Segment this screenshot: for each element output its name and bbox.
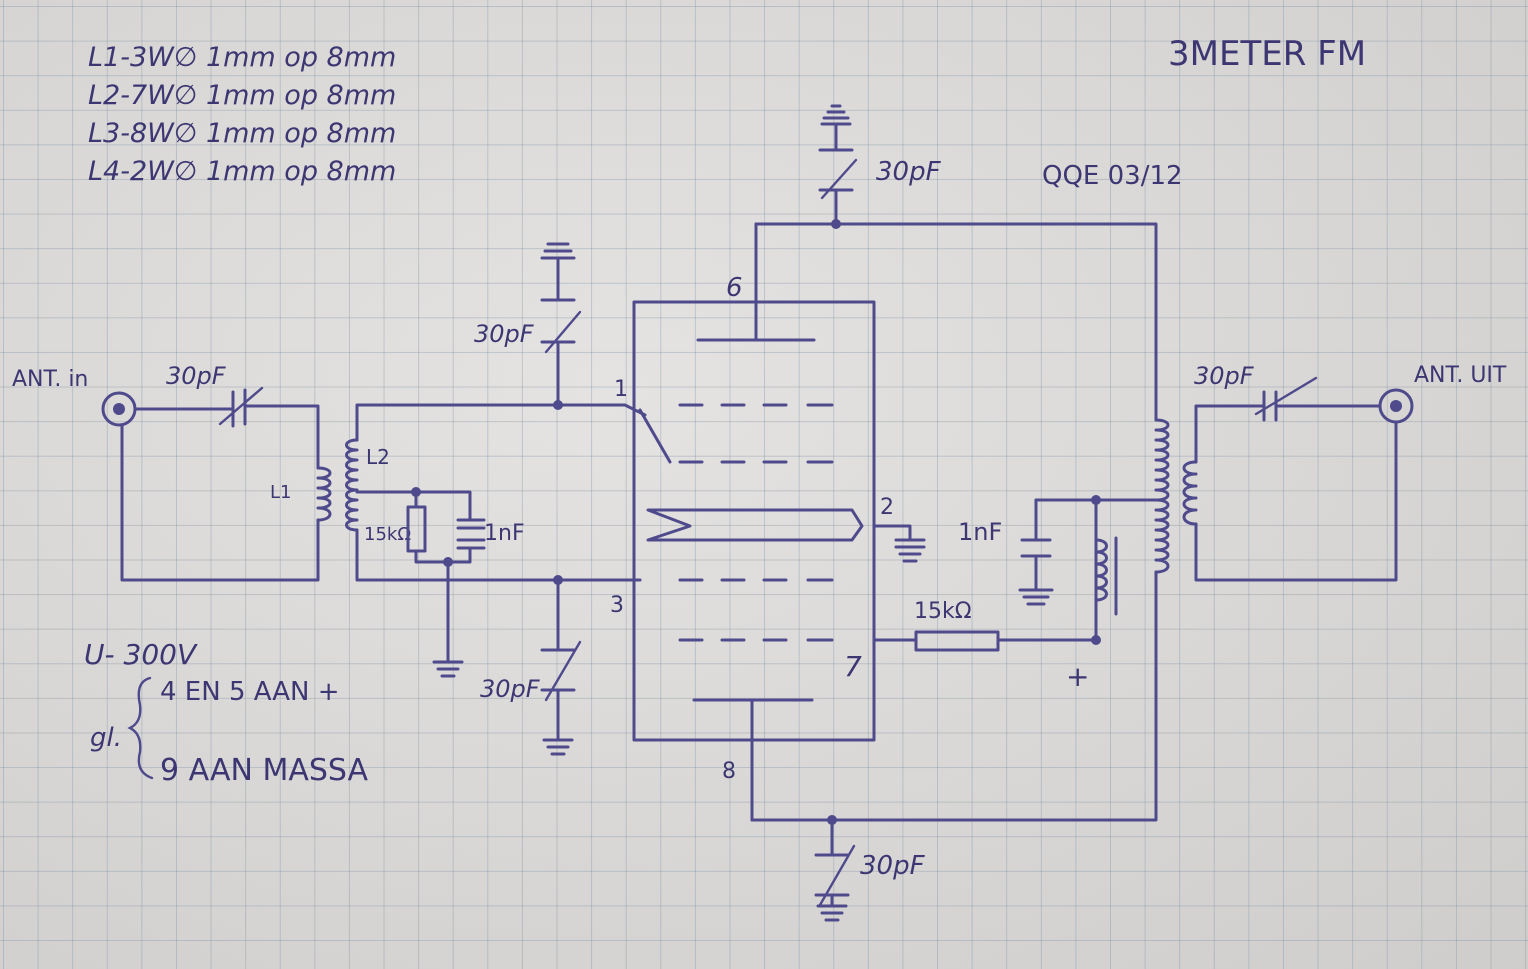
variable-capacitor-grid3	[540, 640, 582, 702]
tube-anode-bottom	[692, 698, 814, 822]
pin-7-label: 7	[844, 650, 862, 683]
cap-out-label: 30pF	[1194, 362, 1255, 390]
capacitor-screen-1nf	[894, 538, 926, 563]
junction-supply-bottom	[1091, 635, 1101, 645]
cap-screen-label: 1nF	[958, 518, 1002, 546]
pin-6-label: 6	[726, 273, 743, 303]
cap-bottom-label: 30pF	[860, 851, 926, 881]
junction-anode-bottom	[827, 815, 837, 825]
tube-grid-1	[638, 403, 834, 464]
junction-bias-top	[411, 487, 421, 497]
ground-symbol-bias	[432, 660, 464, 678]
ground-symbol-supply-cap	[1018, 588, 1054, 606]
supply-voltage-label: U- 300V	[84, 638, 198, 671]
heater-brace	[127, 676, 154, 780]
variable-capacitor-bottom	[814, 844, 856, 907]
diagram-title: 3METER FM	[1168, 34, 1366, 74]
tube-grid-3	[678, 578, 834, 642]
cap-grid-label: 1nF	[484, 521, 525, 546]
grid-tank-wires	[355, 256, 647, 742]
pin-1-label: 1	[614, 377, 628, 402]
junction-bias-bottom	[443, 557, 453, 567]
ground-symbol-bottom-cap	[816, 904, 848, 922]
coil-l2	[345, 438, 359, 532]
heater-pin-ground-label: 9 AAN MASSA	[160, 753, 369, 788]
coil-spec-list: L1-3W∅ 1mm op 8mm L2-7W∅ 1mm op 8mm L3-8…	[88, 42, 396, 187]
cap-grid1-label: 30pF	[474, 320, 535, 348]
tube-anode-top	[696, 222, 816, 342]
variable-capacitor-grid1	[540, 298, 582, 354]
ground-symbol-top-cap	[820, 104, 852, 132]
resistor-grid	[406, 505, 427, 553]
junction-grid3	[553, 575, 563, 585]
pin-2-label: 2	[880, 495, 894, 520]
pin-8-label: 8	[722, 759, 736, 784]
choke-coil	[1094, 538, 1108, 602]
cap-grid3-label: 30pF	[480, 675, 541, 703]
coil-l1-label: L1	[270, 482, 291, 503]
coil-spec-l1: L1-3W∅ 1mm op 8mm	[88, 42, 396, 73]
tube-type-label: QQE 03/12	[1042, 161, 1183, 191]
coil-l3	[1154, 418, 1170, 574]
variable-capacitor-output	[1254, 376, 1318, 422]
coil-spec-l4: L4-2W∅ 1mm op 8mm	[88, 156, 396, 187]
variable-capacitor-top	[818, 128, 858, 200]
capacitor-grid-1nf	[456, 518, 486, 550]
variable-capacitor-input	[218, 386, 264, 428]
coil-l2-label: L2	[366, 445, 390, 469]
junction-supply-top	[1091, 495, 1101, 505]
cap-top-label: 30pF	[876, 157, 942, 187]
coil-spec-l2: L2-7W∅ 1mm op 8mm	[88, 80, 396, 111]
coil-l1	[316, 466, 332, 522]
resistor-grid-label: 15kΩ	[364, 524, 411, 545]
heater-pin-plus-label: 4 EN 5 AAN +	[160, 677, 340, 707]
resistor-screen-label: 15kΩ	[914, 599, 972, 624]
anode-tank-wires	[750, 188, 1158, 857]
cap-in-label: 30pF	[166, 362, 227, 390]
resistor-screen	[914, 630, 1000, 652]
input-loop-wires	[120, 404, 320, 582]
ground-symbol-grid1-cap	[540, 242, 576, 260]
pin-3-label: 3	[610, 593, 624, 618]
tube-cathode	[646, 508, 864, 542]
supply-plus-label: +	[1066, 660, 1089, 693]
junction-grid1	[553, 400, 563, 410]
antenna-output-label: ANT. UIT	[1414, 363, 1507, 388]
antenna-input-connector	[101, 391, 137, 427]
output-loop-wires	[1194, 404, 1398, 582]
junction-anode-top	[831, 219, 841, 229]
heater-label: gl.	[90, 723, 122, 753]
antenna-input-label: ANT. in	[12, 367, 88, 392]
coil-l4	[1182, 460, 1198, 526]
tube-envelope	[632, 300, 876, 742]
coil-spec-l3: L3-8W∅ 1mm op 8mm	[88, 118, 396, 149]
ground-symbol-grid3-cap	[542, 738, 574, 756]
antenna-output-connector	[1378, 388, 1414, 424]
capacitor-supply	[1020, 538, 1052, 558]
